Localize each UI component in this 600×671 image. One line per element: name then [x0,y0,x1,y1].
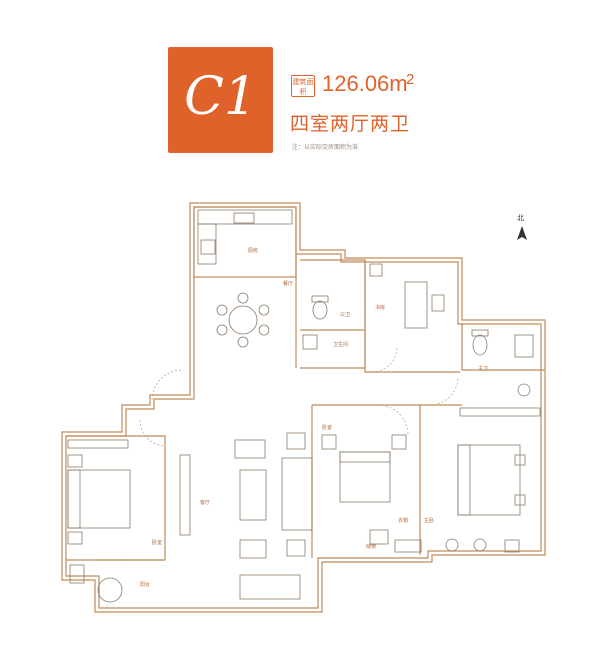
room-label-dining: 餐厅 [283,281,294,287]
room-label-walkin: 衣帽 [398,518,409,524]
area-note: 注：以实际交房面积为准 [292,144,359,151]
room-label-bath1: 公卫 [340,312,351,318]
room-label-kitchen: 厨房 [248,248,259,254]
walls [61,202,546,613]
room-label-balcony: 阳台 [140,582,151,588]
area-unit-superscript: 2 [406,71,415,88]
door-swings [139,346,459,447]
furniture [67,209,541,603]
room-label-study: 书房 [375,305,386,311]
room-label-bath-sink: 卫生间 [333,342,349,348]
layout-type: 四室两厅两卫 [290,113,411,135]
room-label-living: 客厅 [200,500,211,506]
room-label-bedroom-west: 卧室 [152,540,163,546]
area-value: 126.06m [322,71,408,96]
room-label-closet: 储物 [366,544,377,550]
north-compass [517,226,527,240]
room-label-master-bedroom: 主卧 [424,518,435,524]
room-label-bath2: 主卫 [478,366,489,372]
area-tag: 建筑面积 [291,75,315,97]
north-label: 北 [517,214,524,222]
room-label-bedroom-mid: 卧室 [322,425,333,431]
badge-text: C1 [184,67,257,127]
floorplan-badge: C1 [168,47,273,153]
